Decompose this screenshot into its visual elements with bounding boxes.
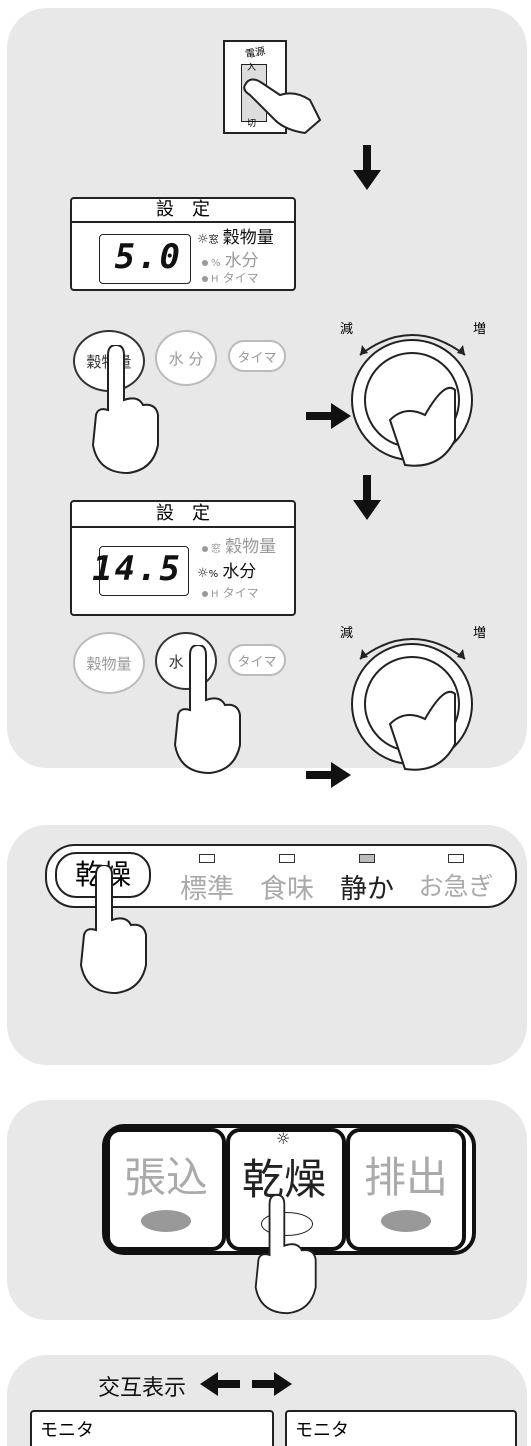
mode-quiet[interactable]: 静か (332, 848, 402, 906)
mode-indicator (279, 854, 295, 863)
setting-display: 設 定 14.5 窓 穀物量 ☼% 水分 H タイマ (70, 500, 296, 616)
indicator-lamp (141, 1210, 191, 1232)
dry-button[interactable]: ☼ 乾燥 (226, 1128, 346, 1251)
moisture-label: 水分 (222, 562, 257, 582)
grain-amount-label: 穀物量 (225, 537, 277, 557)
grain-amount-button[interactable]: 穀物量 (73, 632, 145, 694)
grain-amount-label: 穀物量 (222, 228, 274, 248)
lamp-lit-icon: ☼ (276, 1129, 291, 1148)
moisture-button[interactable]: 水 分 (155, 330, 217, 386)
pointing-hand-icon (173, 645, 241, 775)
dial-increase-label: 増 (473, 626, 487, 641)
arrow-down-icon (353, 145, 381, 190)
dial-decrease-label: 減 (340, 322, 354, 337)
sun-icon: ☼ (197, 232, 209, 247)
lcd-screen: 5.0 (99, 234, 191, 284)
button-label: 乾燥 (242, 1155, 327, 1204)
pointing-hand-icon (254, 1195, 317, 1315)
unit-label: % (208, 569, 219, 580)
load-button[interactable]: 張込 (106, 1128, 226, 1251)
unit-label: % (211, 258, 221, 269)
monitor-title: モニタ (40, 1420, 94, 1441)
lcd-value: 5.0 (114, 237, 182, 277)
discharge-button[interactable]: 排出 (346, 1128, 466, 1251)
lcd-screen: 14.5 (92, 546, 189, 596)
timer-label: タイマ (222, 271, 259, 285)
dial-decrease-label: 減 (340, 626, 354, 641)
unit-label: H (211, 274, 219, 285)
mode-indicator (448, 854, 464, 863)
pointing-hand-icon (91, 345, 159, 475)
unit-label: 窓 (208, 235, 219, 246)
adjust-dial[interactable] (345, 624, 480, 774)
power-on-label: 入 (247, 63, 257, 73)
setting-display: 設 定 5.0 ☼窓 穀物量 % 水分 H タイマ (70, 197, 296, 291)
arrow-right-icon (306, 403, 351, 429)
mode-indicator (199, 854, 215, 863)
mode-label: 食味 (260, 874, 314, 905)
timer-button[interactable]: タイマ (228, 340, 286, 372)
monitor-display: モニタ (285, 1410, 517, 1446)
sun-icon: ☼ (197, 566, 209, 581)
adjust-dial[interactable] (345, 320, 480, 470)
timer-button[interactable]: タイマ (228, 644, 286, 676)
unit-label: H (211, 589, 219, 600)
unit-label: 窓 (211, 544, 221, 555)
monitor-readout (34, 1438, 272, 1446)
setting-title: 設 定 (72, 502, 294, 528)
monitor-title: モニタ (295, 1420, 349, 1441)
button-label: 排出 (364, 1153, 449, 1202)
finger-hand-icon (243, 78, 322, 135)
arrow-right-icon (252, 1372, 292, 1396)
power-off-label: 切 (247, 119, 257, 129)
lcd-value: 14.5 (92, 549, 182, 589)
button-label: 張込 (124, 1153, 209, 1202)
arrow-right-icon (306, 762, 351, 788)
pointing-hand-icon (79, 865, 147, 995)
arrow-left-icon (200, 1372, 240, 1396)
dial-increase-label: 増 (473, 322, 487, 337)
alternate-display-label: 交互表示 (98, 1376, 187, 1401)
mode-rush[interactable]: お急ぎ (410, 848, 502, 903)
mode-label: 標準 (180, 874, 234, 905)
mode-label: 静か (340, 874, 394, 905)
mode-indicator-lit (359, 854, 375, 863)
moisture-label: 水分 (224, 251, 259, 271)
timer-label: タイマ (222, 586, 259, 600)
setting-title: 設 定 (72, 199, 294, 223)
mode-taste[interactable]: 食味 (252, 848, 322, 906)
indicator-lamp (381, 1210, 431, 1232)
arrow-down-icon (353, 475, 381, 520)
mode-standard[interactable]: 標準 (172, 848, 242, 906)
mode-label: お急ぎ (418, 872, 494, 901)
